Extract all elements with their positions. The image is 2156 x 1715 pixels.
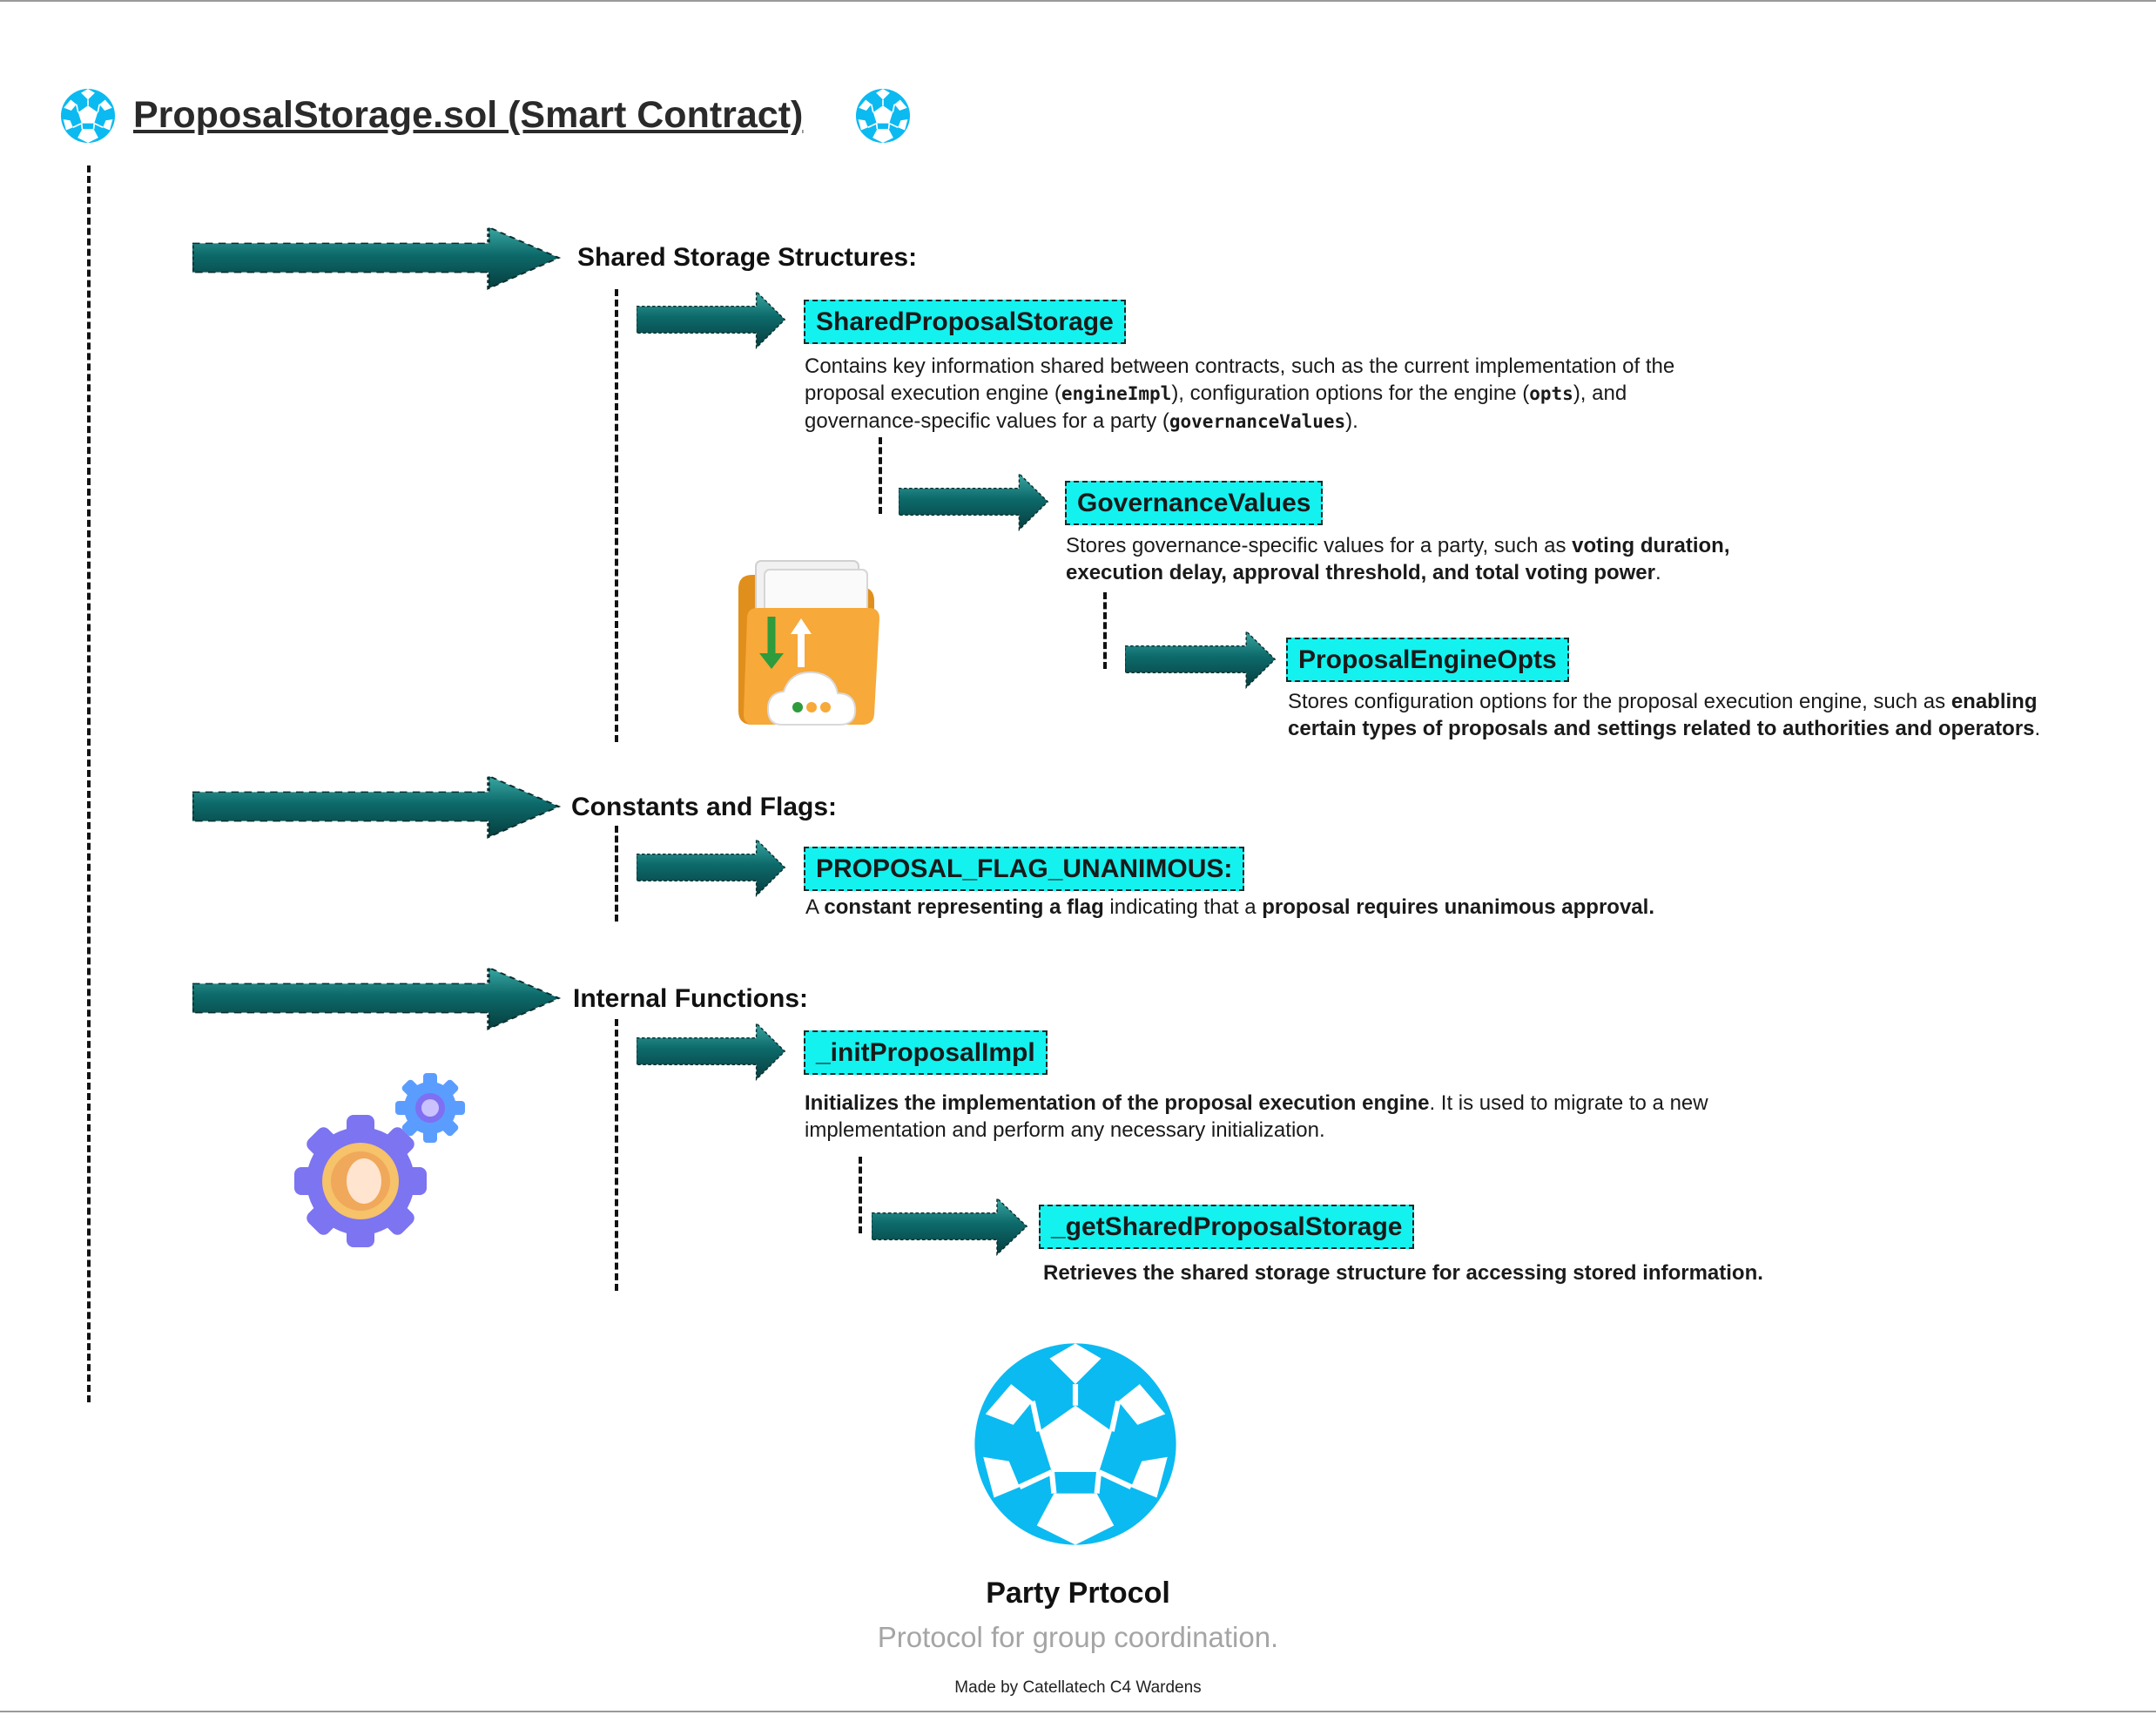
arrow-shared-storage — [192, 226, 563, 290]
engine-opts-connector — [1103, 592, 1107, 669]
party-logo-icon — [968, 1337, 1182, 1551]
heading-constants: Constants and Flags: — [571, 793, 838, 821]
shared-connector — [615, 289, 618, 742]
desc-governance-values: Stores governance-specific values for a … — [1066, 534, 1730, 584]
party-logo-icon — [854, 87, 912, 145]
arrow-shared-proposal-storage — [637, 290, 786, 349]
party-logo-icon — [59, 87, 117, 145]
desc-proposal-flag-unanimous: A constant representing a flag indicatin… — [805, 895, 1654, 919]
desc-get-shared-proposal-storage: Retrieves the shared storage structure f… — [1043, 1261, 1763, 1285]
tag-proposal-flag-unanimous: PROPOSAL_FLAG_UNANIMOUS: — [804, 847, 1245, 891]
desc-shared-proposal-storage: Contains key information shared between … — [805, 354, 1675, 433]
top-border — [0, 0, 2156, 2]
gears-icon — [284, 1070, 470, 1249]
functions-connector — [615, 1019, 618, 1291]
footer-credit: Made by Catellatech C4 Wardens — [954, 1678, 1202, 1697]
arrow-constants — [192, 774, 563, 839]
cloud-folder-icon — [730, 554, 886, 737]
arrow-proposal-flag — [637, 838, 786, 897]
footer-tagline: Protocol for group coordination. — [877, 1621, 1279, 1653]
arrow-get-shared-proposal-storage — [872, 1197, 1028, 1256]
bottom-border — [0, 1711, 2156, 1712]
tag-get-shared-proposal-storage: _getSharedProposalStorage — [1039, 1205, 1415, 1249]
arrow-governance-values — [899, 472, 1049, 531]
governance-connector — [879, 437, 882, 514]
page-title: ProposalStorage.sol (Smart Contract) — [133, 94, 804, 136]
arrow-init-proposal-impl — [637, 1022, 786, 1081]
arrow-internal-functions — [192, 966, 563, 1030]
footer-brand-name: Party Prtocol — [986, 1577, 1170, 1610]
heading-internal-functions: Internal Functions: — [573, 984, 808, 1013]
tag-governance-values: GovernanceValues — [1065, 481, 1324, 525]
tag-init-proposal-impl: _initProposalImpl — [804, 1030, 1048, 1075]
get-storage-connector — [859, 1157, 862, 1233]
constants-connector — [615, 826, 618, 922]
tag-shared-proposal-storage: SharedProposalStorage — [804, 300, 1126, 344]
tag-proposal-engine-opts: ProposalEngineOpts — [1286, 638, 1569, 682]
desc-init-proposal-impl: Initializes the implementation of the pr… — [805, 1091, 1708, 1142]
heading-shared-storage: Shared Storage Structures: — [577, 243, 918, 272]
main-spine-connector — [87, 165, 91, 1402]
desc-proposal-engine-opts: Stores configuration options for the pro… — [1288, 690, 2041, 740]
arrow-proposal-engine-opts — [1125, 630, 1277, 689]
